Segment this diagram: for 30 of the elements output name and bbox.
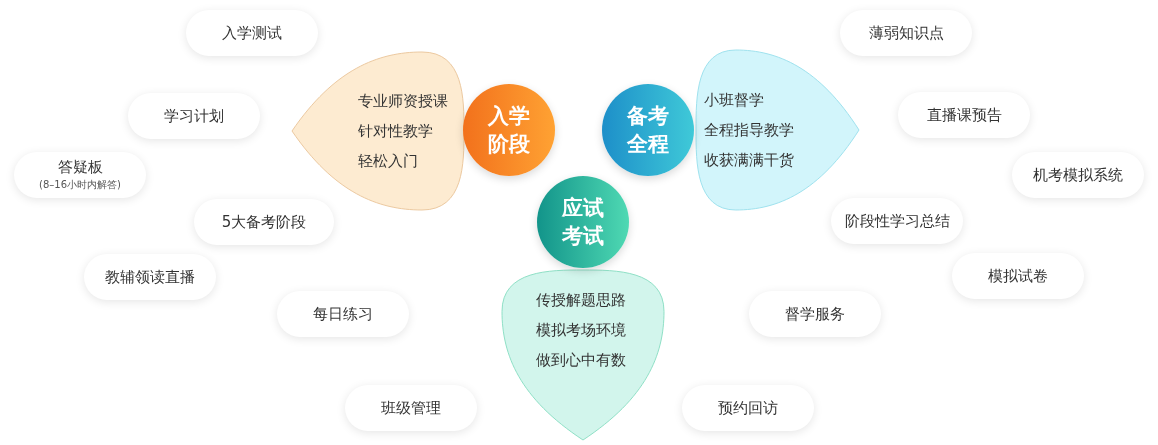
feature-text: 小班督学 <box>704 90 765 111</box>
service-tag: 学习计划 <box>128 93 260 139</box>
service-tag: 班级管理 <box>345 385 477 431</box>
leaf-shape <box>694 48 861 212</box>
service-tag: 督学服务 <box>749 291 881 337</box>
tag-note: (8–16小时内解答) <box>39 178 121 192</box>
tag-title: 答疑板 <box>57 158 103 177</box>
leaf-shape <box>500 268 666 442</box>
service-tag: 预约回访 <box>682 385 814 431</box>
feature-text: 针对性教学 <box>358 121 434 142</box>
service-tag: 阶段性学习总结 <box>831 198 963 244</box>
leaf-shape <box>290 50 466 212</box>
service-tag: 薄弱知识点 <box>840 10 972 56</box>
feature-text: 专业师资授课 <box>358 91 448 112</box>
feature-text: 全程指导教学 <box>704 120 794 141</box>
service-tag: 直播课预告 <box>898 92 1030 138</box>
service-tag: 机考模拟系统 <box>1012 152 1144 198</box>
feature-text: 做到心中有数 <box>536 350 626 371</box>
stage-badge: 入学阶段 <box>463 84 555 176</box>
stage-badge: 应试考试 <box>537 176 629 268</box>
feature-text: 传授解题思路 <box>536 290 626 311</box>
service-tag: 模拟试卷 <box>952 253 1084 299</box>
feature-text: 轻松入门 <box>358 151 419 172</box>
feature-text: 模拟考场环境 <box>536 320 626 341</box>
stage-badge: 备考全程 <box>602 84 694 176</box>
feature-text: 收获满满干货 <box>704 150 794 171</box>
service-tag: 入学测试 <box>186 10 318 56</box>
service-tag: 教辅领读直播 <box>84 254 216 300</box>
service-tag: 每日练习 <box>277 291 409 337</box>
service-tag: 5大备考阶段 <box>194 199 334 245</box>
